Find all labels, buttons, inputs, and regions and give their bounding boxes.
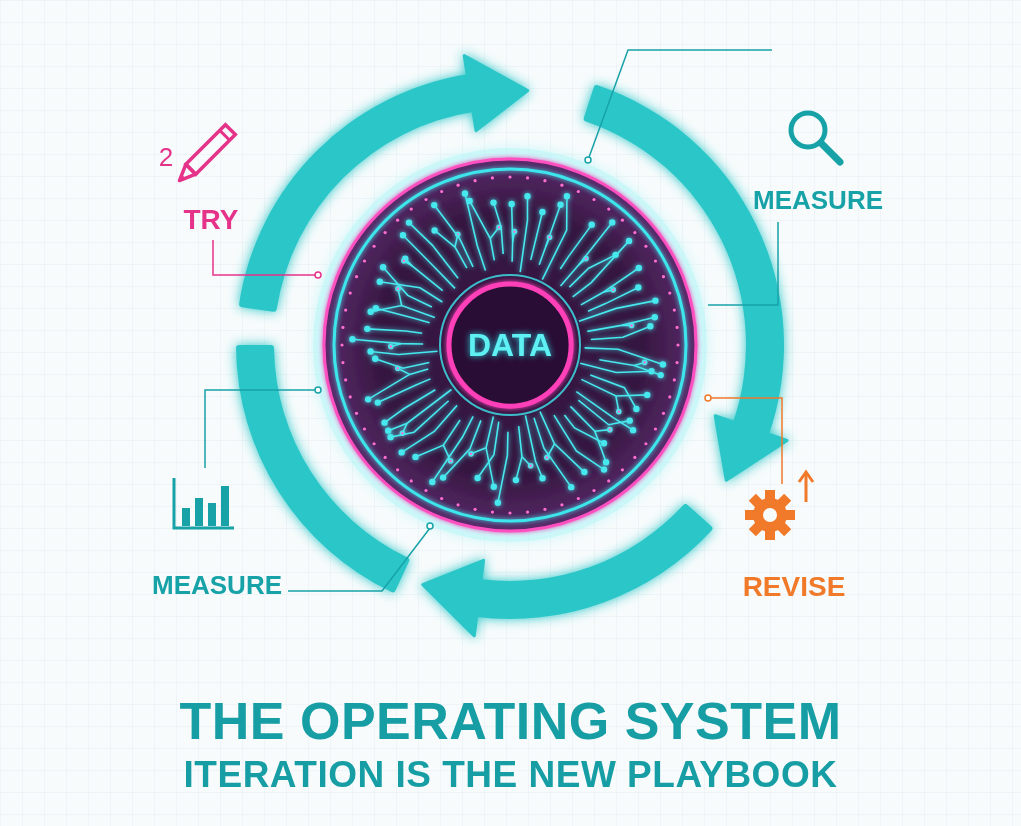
arrow-head	[715, 416, 787, 480]
arrow-head	[464, 56, 528, 131]
title: THE OPERATING SYSTEM	[0, 691, 1021, 751]
leader-lines	[205, 50, 782, 591]
gear-icon	[745, 490, 795, 540]
core-label: DATA	[468, 327, 552, 364]
pencil-icon	[175, 125, 236, 186]
circuit-disc	[318, 153, 702, 537]
data-core-circle: DATA	[446, 281, 574, 409]
cycle-arrows	[236, 56, 787, 636]
arrow-head	[423, 560, 484, 635]
bar-chart-icon	[174, 478, 234, 528]
icons	[174, 113, 840, 540]
step-label: MEASURE	[753, 185, 883, 216]
up-arrow-icon	[799, 472, 813, 502]
step-label: REVISE	[743, 571, 846, 603]
callout-number: 2	[159, 142, 173, 173]
magnifier-icon	[791, 113, 840, 162]
step-label: TRY	[184, 204, 239, 236]
step-label: MEASURE	[152, 570, 282, 601]
caption: ITERATION IS THE NEW PLAYBOOK	[0, 754, 1021, 796]
